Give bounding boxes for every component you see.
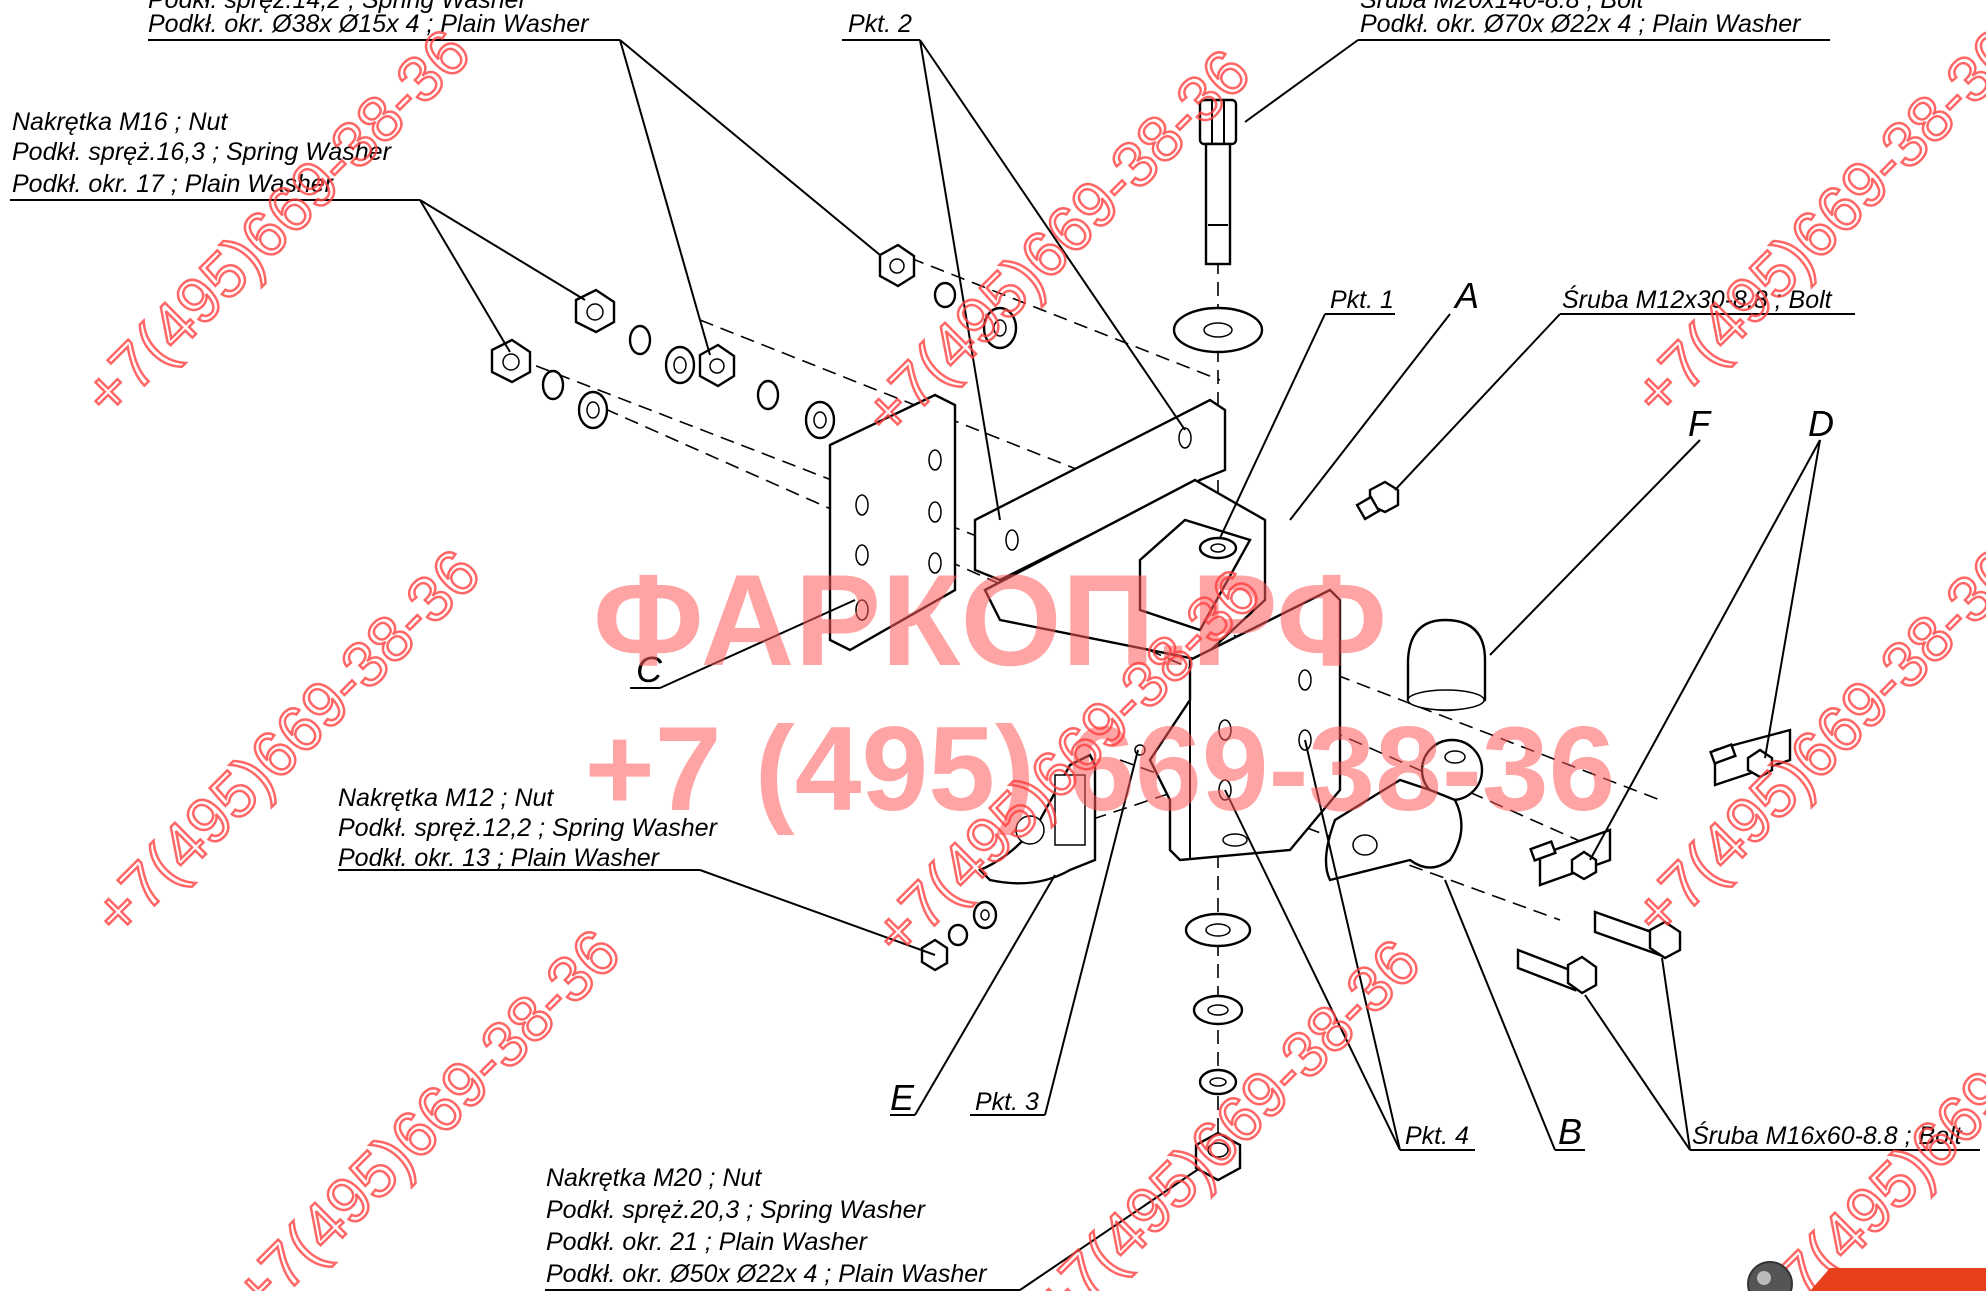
- washer-50: [1184, 912, 1252, 948]
- label-letter-f: F: [1688, 403, 1712, 444]
- tow-ball-cap-f: [1406, 618, 1487, 712]
- bolt-m16x60-1: [1593, 910, 1682, 960]
- label-letter-a: A: [1453, 275, 1479, 316]
- nut-m20: [1194, 1131, 1242, 1182]
- clamp-d-lower: [1529, 828, 1612, 887]
- m16-fastener-stack-4: [878, 243, 1018, 350]
- watermark-diag-1: +7(495)669-38-36: [69, 15, 483, 429]
- label-m20-3: Podkł. okr. 21 ; Plain Washer: [546, 1228, 869, 1256]
- watermark-diag-9: +7(495)669-38-36: [1739, 925, 1986, 1291]
- callout-labels: Podkł. spręż.14,2 ; Spring Washer Podkł.…: [12, 0, 1963, 1288]
- watermark-phone: +7 (495) 669-38-36: [585, 702, 1616, 836]
- washer-70: [1172, 306, 1264, 354]
- main-bracket-a: [973, 398, 1342, 862]
- label-letter-e: E: [890, 1077, 915, 1118]
- watermark-diag-3: +7(495)669-38-36: [849, 35, 1263, 449]
- label-top-left-1: Podkł. spręż.14,2 ; Spring Washer: [148, 0, 529, 14]
- logo-fragment: [1747, 1261, 1986, 1291]
- mounting-plate-c: [828, 393, 957, 652]
- label-bolt-m16: Śruba M16x60-8.8 ; Bolt: [1692, 1120, 1963, 1150]
- bolt-m12: [1355, 480, 1400, 521]
- label-top-left-2: Podkł. okr. Ø38x Ø15x 4 ; Plain Washer: [148, 10, 590, 38]
- m16-fastener-stack-2: [574, 288, 696, 385]
- label-m20-1: Nakrętka M20 ; Nut: [546, 1164, 762, 1192]
- spring-washer-20: [1198, 1068, 1238, 1096]
- label-m20-2: Podkł. spręż.20,3 ; Spring Washer: [546, 1196, 927, 1224]
- label-top-right-2: Podkł. okr. Ø70x Ø22x 4 ; Plain Washer: [1360, 10, 1802, 38]
- bolt-m20-top: [1198, 98, 1238, 266]
- m16-fastener-stack-1: [490, 338, 609, 430]
- watermark-diag-6: +7(495)669-38-36: [1619, 535, 1986, 949]
- label-pkt3: Pkt. 3: [975, 1088, 1039, 1116]
- label-letter-b: B: [1558, 1111, 1582, 1152]
- watermark-diag-5: +7(495)669-38-36: [1619, 15, 1986, 429]
- label-pkt1: Pkt. 1: [1330, 286, 1394, 314]
- socket-plate-e: [977, 753, 1097, 885]
- label-m16-2: Podkł. spręż.16,3 ; Spring Washer: [12, 138, 393, 166]
- label-letter-c: C: [636, 649, 663, 690]
- washer-21: [1192, 994, 1244, 1026]
- label-pkt2: Pkt. 2: [848, 10, 912, 38]
- label-m20-4: Podkł. okr. Ø50x Ø22x 4 ; Plain Washer: [546, 1260, 988, 1288]
- m16-fastener-stack-3: [698, 343, 836, 440]
- label-m16-1: Nakrętka M16 ; Nut: [12, 108, 228, 136]
- label-m12-3: Podkł. okr. 13 ; Plain Washer: [338, 844, 661, 872]
- watermark-diag-2: +7(495)669-38-36: [79, 535, 493, 949]
- bolt-m16x60-2: [1516, 948, 1598, 995]
- leader-lines: [10, 39, 1980, 1291]
- label-letter-d: D: [1808, 403, 1834, 444]
- label-m12-2: Podkł. spręż.12,2 ; Spring Washer: [338, 814, 719, 842]
- label-m12-1: Nakrętka M12 ; Nut: [338, 784, 554, 812]
- watermark-brand: ФАРКОП.РФ: [593, 547, 1387, 693]
- watermark-diag-8: +7(495)669-38-36: [1019, 925, 1433, 1291]
- label-m16-3: Podkł. okr. 17 ; Plain Washer: [12, 170, 335, 198]
- label-pkt4: Pkt. 4: [1405, 1122, 1469, 1150]
- label-top-right-1: Śruba M20x140-8.8 ; Bolt: [1360, 0, 1645, 14]
- label-bolt-m12: Śruba M12x30-8.8 ; Bolt: [1562, 284, 1833, 314]
- tow-ball-b: [1324, 738, 1484, 882]
